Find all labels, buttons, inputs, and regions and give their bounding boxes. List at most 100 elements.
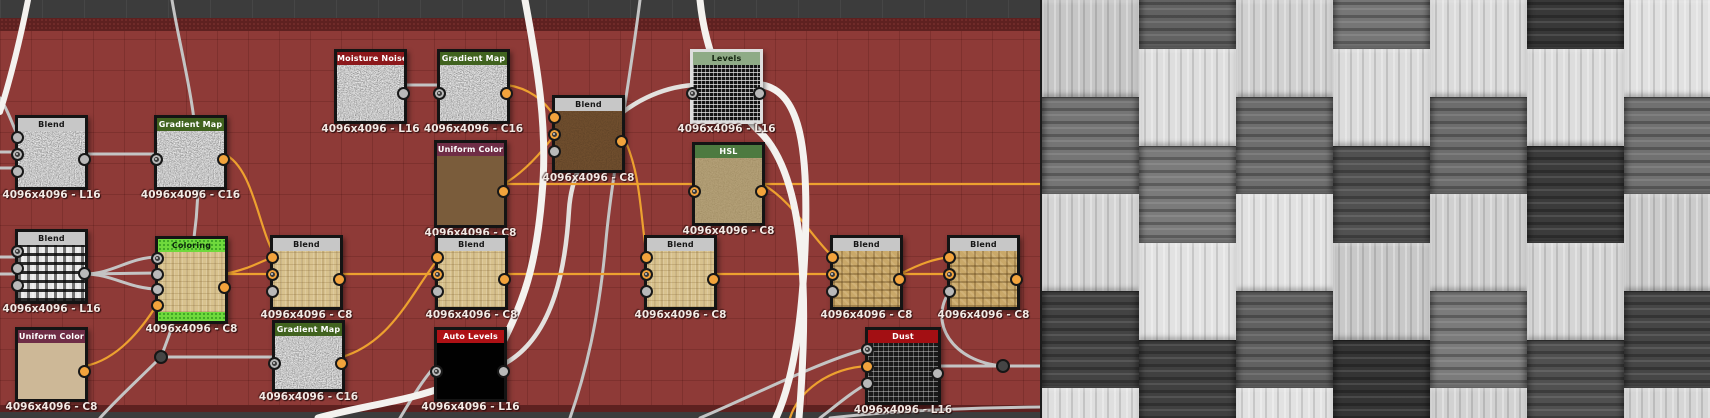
node-blend-1[interactable]: Blend xyxy=(15,115,88,190)
output-connector[interactable] xyxy=(500,86,513,100)
input-connector[interactable] xyxy=(861,342,874,356)
input-connector[interactable] xyxy=(943,267,956,281)
output-connector[interactable] xyxy=(931,366,944,380)
input-connector[interactable] xyxy=(150,152,163,166)
input-connector[interactable] xyxy=(11,130,24,144)
output-connector[interactable] xyxy=(78,266,91,280)
node-thumbnail xyxy=(437,156,504,225)
input-connector[interactable] xyxy=(151,298,164,312)
output-connector[interactable] xyxy=(78,152,91,166)
node-hsl[interactable]: HSL xyxy=(692,142,765,226)
node-thumbnail xyxy=(950,251,1017,307)
node-blend-dirt[interactable]: Blend xyxy=(552,95,625,173)
input-connector[interactable] xyxy=(11,244,24,258)
weave-vertical-thread xyxy=(1624,388,1710,418)
node-title: Dust xyxy=(868,330,938,343)
input-connector[interactable] xyxy=(688,184,701,198)
node-coloring[interactable]: Coloring xyxy=(155,236,228,324)
node-gradient-map-3[interactable]: Gradient Map xyxy=(272,320,345,392)
input-connector[interactable] xyxy=(861,359,874,373)
input-connector[interactable] xyxy=(266,250,279,264)
input-connector[interactable] xyxy=(11,261,24,275)
input-connector[interactable] xyxy=(266,267,279,281)
weave-vertical-thread xyxy=(1527,49,1624,146)
node-uniform-color-brown[interactable]: Uniform Color xyxy=(434,140,507,228)
input-connector[interactable] xyxy=(861,376,874,390)
node-uniform-color-tan[interactable]: Uniform Color xyxy=(15,327,88,402)
input-connector[interactable] xyxy=(943,284,956,298)
input-connector[interactable] xyxy=(548,110,561,124)
output-connector[interactable] xyxy=(497,184,510,198)
weave-horizontal-thread xyxy=(1042,291,1139,388)
weave-vertical-thread xyxy=(1042,194,1139,291)
node-title: Gradient Map xyxy=(275,323,342,336)
output-connector[interactable] xyxy=(498,272,511,286)
output-connector[interactable] xyxy=(755,184,768,198)
output-connector[interactable] xyxy=(218,280,231,294)
wire xyxy=(222,152,275,254)
input-connector[interactable] xyxy=(943,250,956,264)
input-connector[interactable] xyxy=(640,250,653,264)
output-connector[interactable] xyxy=(217,152,230,166)
weave-horizontal-thread xyxy=(1624,97,1710,194)
wire xyxy=(788,364,870,418)
output-connector[interactable] xyxy=(893,272,906,286)
input-connector[interactable] xyxy=(268,356,281,370)
node-blend-fabric-1[interactable]: Blend xyxy=(270,235,343,310)
input-connector[interactable] xyxy=(548,144,561,158)
input-connector[interactable] xyxy=(431,250,444,264)
output-connector[interactable] xyxy=(497,364,510,378)
node-size-label: 4096x4096 - C16 xyxy=(140,189,241,201)
output-connector[interactable] xyxy=(615,134,628,148)
node-levels[interactable]: Levels xyxy=(690,49,763,124)
node-thumbnail xyxy=(437,343,504,399)
input-connector[interactable] xyxy=(548,127,561,141)
node-auto-levels[interactable]: Auto Levels xyxy=(434,327,507,402)
texture-2d-view[interactable] xyxy=(1040,0,1710,418)
input-connector[interactable] xyxy=(151,267,164,281)
input-connector[interactable] xyxy=(826,267,839,281)
node-gradient-map-2[interactable]: Gradient Map xyxy=(437,49,510,124)
output-connector[interactable] xyxy=(1010,272,1023,286)
output-connector[interactable] xyxy=(753,86,766,100)
input-connector[interactable] xyxy=(11,164,24,178)
input-connector[interactable] xyxy=(640,267,653,281)
input-connector[interactable] xyxy=(151,282,164,296)
weave-horizontal-thread xyxy=(1430,291,1527,388)
node-size-label: 4096x4096 - L16 xyxy=(2,303,101,315)
active-view-indicator xyxy=(158,312,225,321)
input-connector[interactable] xyxy=(826,284,839,298)
node-gradient-map-1[interactable]: Gradient Map xyxy=(154,115,227,190)
node-size-label: 4096x4096 - C8 xyxy=(5,401,98,413)
node-title: HSL xyxy=(695,145,762,158)
output-connector[interactable] xyxy=(707,272,720,286)
node-blend-fabric-3[interactable]: Blend xyxy=(644,235,717,310)
input-connector[interactable] xyxy=(686,86,699,100)
output-connector[interactable] xyxy=(333,272,346,286)
input-connector[interactable] xyxy=(11,278,24,292)
graph-background[interactable] xyxy=(0,18,1040,412)
node-blend-burlap-2[interactable]: Blend xyxy=(947,235,1020,310)
input-connector[interactable] xyxy=(640,284,653,298)
output-connector[interactable] xyxy=(78,364,91,378)
node-moisture-noise[interactable]: Moisture Noise xyxy=(334,49,407,124)
input-connector[interactable] xyxy=(430,364,443,378)
node-blend-fabric-2[interactable]: Blend xyxy=(435,235,508,310)
node-title: Levels xyxy=(693,52,760,65)
node-blend-burlap-1[interactable]: Blend xyxy=(830,235,903,310)
input-connector[interactable] xyxy=(266,284,279,298)
input-connector[interactable] xyxy=(433,86,446,100)
input-connector[interactable] xyxy=(11,147,24,161)
node-thumbnail xyxy=(555,111,622,170)
node-title: Blend xyxy=(438,238,505,251)
node-blend-weave[interactable]: Blend xyxy=(15,229,88,304)
output-connector[interactable] xyxy=(397,86,410,100)
node-dust[interactable]: Dust xyxy=(865,327,941,405)
output-connector[interactable] xyxy=(335,356,348,370)
weave-vertical-thread xyxy=(1042,0,1139,97)
input-connector[interactable] xyxy=(151,251,164,265)
input-connector[interactable] xyxy=(826,250,839,264)
input-connector[interactable] xyxy=(431,267,444,281)
input-connector[interactable] xyxy=(431,284,444,298)
